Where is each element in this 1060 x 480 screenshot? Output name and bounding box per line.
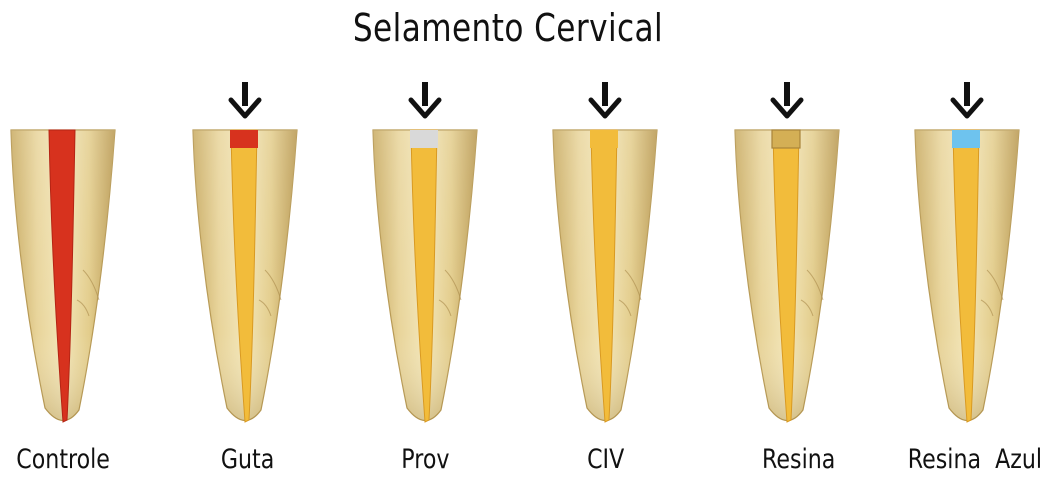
tooth-1 xyxy=(11,130,115,422)
down-arrow-icon xyxy=(964,82,970,106)
cervical-seal xyxy=(590,130,618,148)
tooth-label: Prov xyxy=(401,444,449,475)
tooth-label: Resina xyxy=(762,444,835,475)
down-arrow-icon xyxy=(242,82,248,106)
tooth-4 xyxy=(553,82,657,422)
tooth-label: Resina Azul xyxy=(908,444,1042,475)
tooth-2 xyxy=(193,82,297,422)
cervical-seal xyxy=(230,130,258,148)
cervical-seal xyxy=(952,130,980,148)
cervical-seal xyxy=(772,130,800,148)
down-arrow-icon xyxy=(784,82,790,106)
cervical-seal xyxy=(410,130,438,148)
tooth-5 xyxy=(735,82,839,422)
tooth-3 xyxy=(373,82,477,422)
tooth-6 xyxy=(915,82,1019,422)
tooth-label: Controle xyxy=(16,444,110,475)
tooth-label: Guta xyxy=(221,444,274,475)
down-arrow-icon xyxy=(422,82,428,106)
down-arrow-icon xyxy=(602,82,608,106)
tooth-label: CIV xyxy=(587,444,624,475)
